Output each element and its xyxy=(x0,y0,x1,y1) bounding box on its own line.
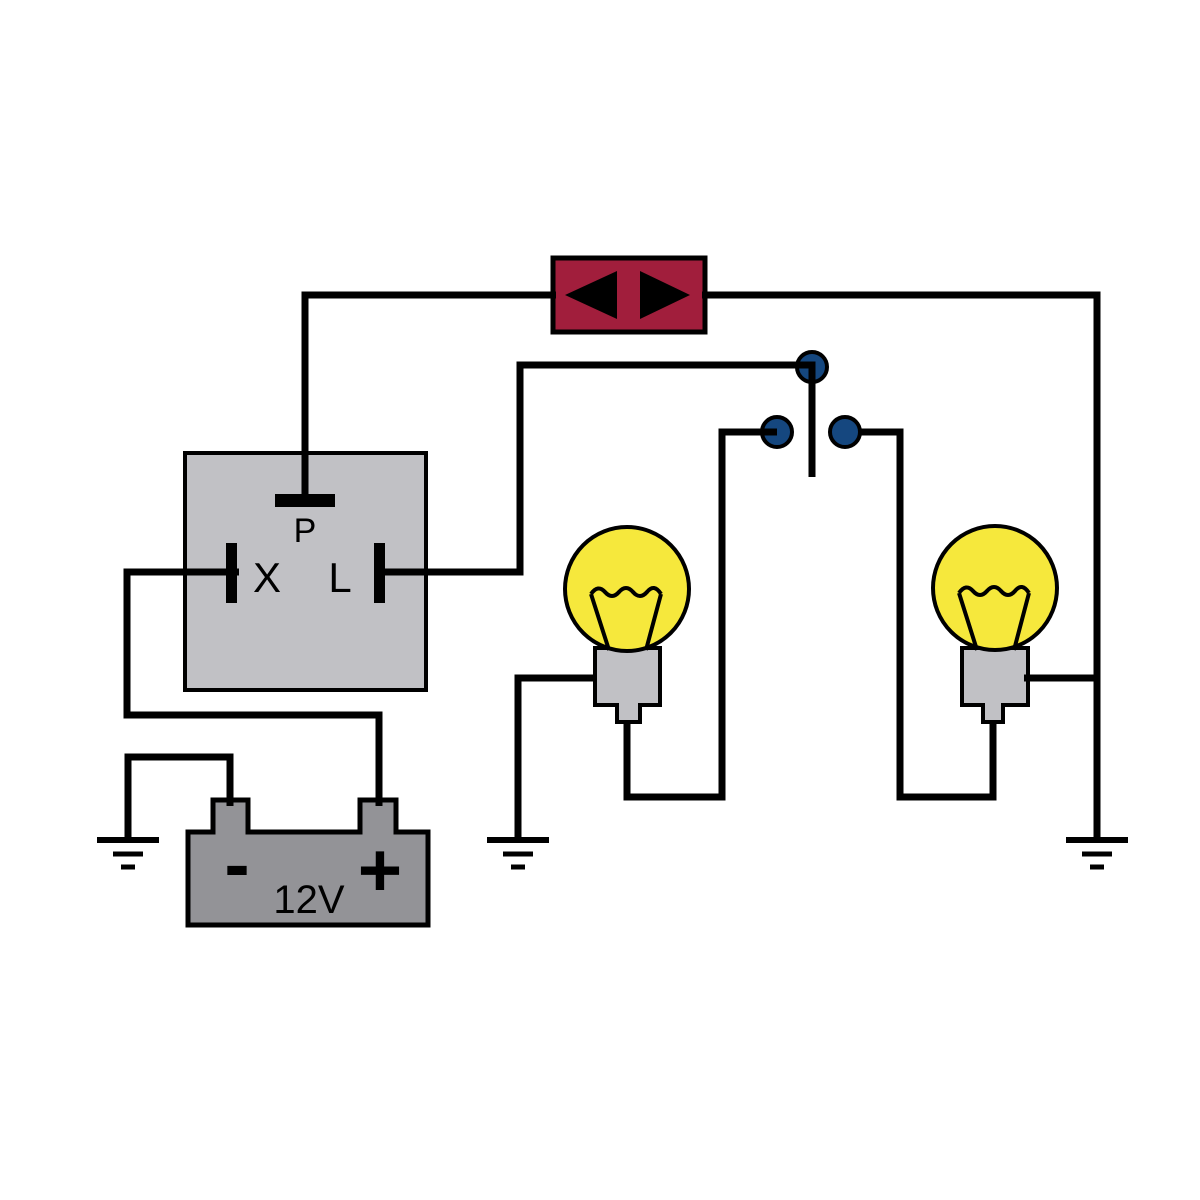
wire-battery-negative-to-ground xyxy=(124,753,234,841)
right-arrow-icon xyxy=(640,271,690,319)
wire-bulb-left-to-ground xyxy=(514,674,597,841)
bulb-right-filament-wave xyxy=(957,585,1031,597)
bulb-right xyxy=(931,524,1059,724)
wire-switch-left-to-bulb-left xyxy=(623,428,777,801)
battery-positive-label: + xyxy=(358,828,402,913)
relay-terminal-p xyxy=(275,494,335,507)
switch-contact-right xyxy=(828,415,862,449)
battery-voltage-label: 12V xyxy=(273,878,344,922)
bulb-right-socket xyxy=(960,646,1030,724)
bulb-left xyxy=(563,525,691,724)
bulb-left-filament-wave xyxy=(589,586,663,598)
indicator-unit xyxy=(550,255,708,335)
wire-switch-right-to-bulb-right xyxy=(845,428,997,801)
wire-indicator-to-right-ground xyxy=(702,291,1101,841)
left-arrow-icon xyxy=(565,271,617,319)
wire-relay-l-to-switch-and-lever xyxy=(381,361,816,576)
wire-relay-x-to-battery-positive xyxy=(123,568,383,806)
relay-label-l: L xyxy=(328,554,351,601)
wire-relay-p-to-indicator xyxy=(301,291,556,498)
battery-body xyxy=(185,797,431,928)
battery: - + 12V xyxy=(185,797,431,928)
bulb-right-filament-sides xyxy=(957,592,1031,651)
ground-symbol-left xyxy=(97,837,159,870)
bulb-left-socket xyxy=(593,646,662,724)
relay-label-p: P xyxy=(294,512,317,550)
relay-terminal-l xyxy=(374,543,385,603)
bulb-left-filament-sides xyxy=(589,593,663,651)
battery-negative-label: - xyxy=(224,822,249,907)
relay-label-x: X xyxy=(253,554,281,601)
ground-symbol-center xyxy=(487,837,549,870)
ground-symbol-right xyxy=(1066,837,1128,870)
